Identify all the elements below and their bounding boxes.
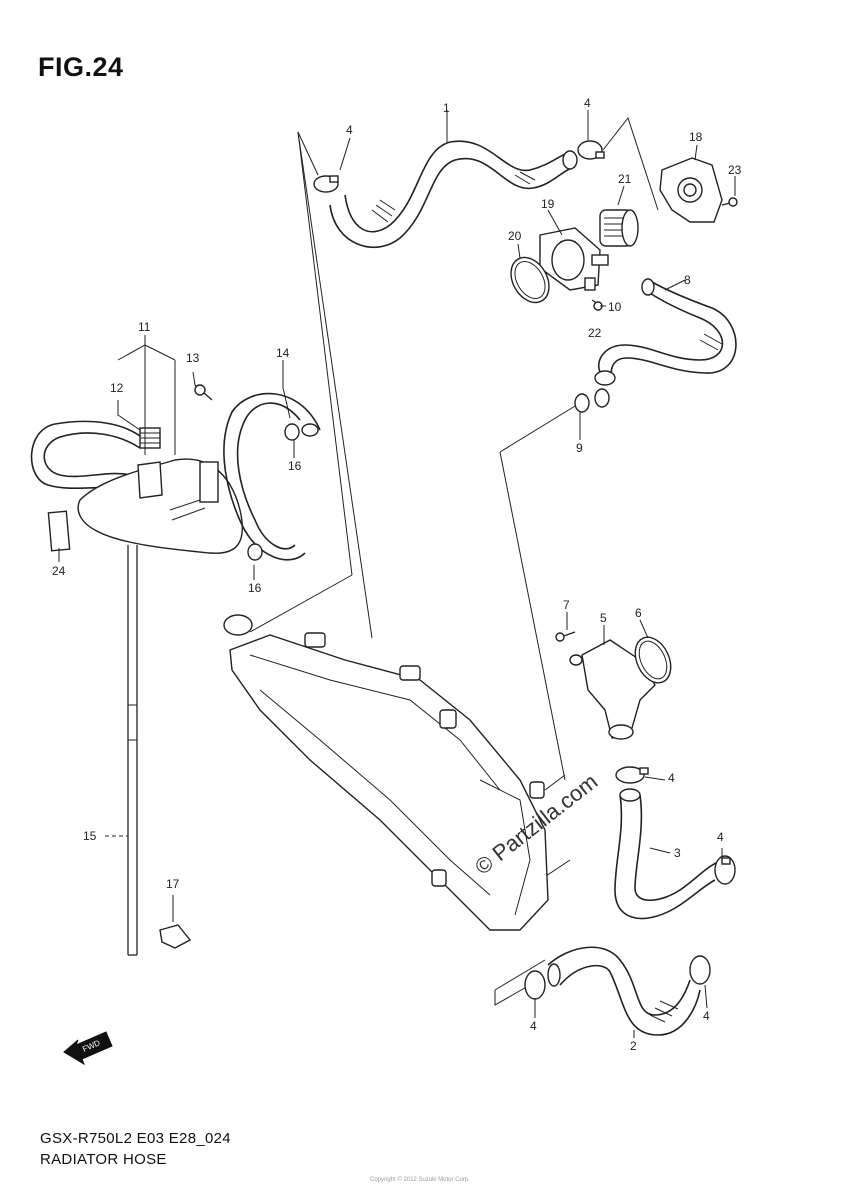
o-ring-gasket[interactable]	[503, 251, 556, 310]
o-ring-gasket[interactable]	[628, 631, 677, 688]
hose-3[interactable]	[614, 788, 719, 920]
callout-18[interactable]: 18	[689, 130, 703, 144]
callout-14[interactable]: 14	[276, 346, 290, 360]
callout-24[interactable]: 24	[52, 564, 66, 578]
callout-4[interactable]: 4	[530, 1019, 537, 1033]
bolt[interactable]	[555, 631, 576, 642]
callout-15[interactable]: 15	[83, 829, 97, 843]
callout-12[interactable]: 12	[110, 381, 124, 395]
copyright-notice: Copyright © 2012 Suzuki Motor Corp.	[370, 1177, 470, 1183]
hose-1[interactable]	[329, 140, 578, 248]
overflow-tube[interactable]	[127, 545, 138, 956]
hose-2[interactable]	[547, 946, 701, 1036]
callout-17[interactable]: 17	[166, 877, 180, 891]
section-name: RADIATOR HOSE	[40, 1151, 167, 1168]
thermostat[interactable]	[599, 209, 639, 247]
clip[interactable]	[584, 277, 596, 291]
hose-clamp[interactable]	[714, 855, 736, 885]
label-plate	[47, 510, 71, 552]
callout-4[interactable]: 4	[668, 771, 675, 785]
hose-clip[interactable]	[247, 543, 263, 561]
figure-title: FIG.24	[38, 52, 124, 82]
bolt[interactable]	[194, 384, 213, 401]
hose-14[interactable]	[223, 392, 321, 561]
tube-clip[interactable]	[159, 924, 192, 949]
water-outlet-fitting[interactable]	[569, 639, 656, 740]
hose-clip[interactable]	[284, 423, 300, 441]
callout-4[interactable]: 4	[703, 1009, 710, 1023]
assembly-lines	[249, 116, 659, 1006]
hose-clamp[interactable]	[313, 175, 339, 193]
hose-8[interactable]	[598, 278, 737, 379]
callout-13[interactable]: 13	[186, 351, 200, 365]
radiator[interactable]	[223, 614, 549, 931]
callout-2[interactable]: 2	[630, 1039, 637, 1053]
callout-6[interactable]: 6	[635, 606, 642, 620]
callout-16[interactable]: 16	[248, 581, 262, 595]
callout-21[interactable]: 21	[618, 172, 632, 186]
hose-clamp[interactable]	[689, 955, 711, 985]
callout-23[interactable]: 23	[728, 163, 742, 177]
callout-labels: 1 4 4 18 23 21 19 20 8 10 22 11 12 13 14…	[52, 96, 742, 1053]
callout-4[interactable]: 4	[584, 96, 591, 110]
callout-1[interactable]: 1	[443, 101, 450, 115]
callout-16[interactable]: 16	[288, 459, 302, 473]
callout-20[interactable]: 20	[508, 229, 522, 243]
callout-4[interactable]: 4	[717, 830, 724, 844]
fwd-arrow-icon: FWD	[63, 1031, 113, 1066]
thermostat-housing[interactable]	[539, 227, 609, 291]
hose-clamp[interactable]	[524, 970, 546, 1000]
model-code: GSX-R750L2 E03 E28_024	[40, 1130, 231, 1147]
callout-leaders	[58, 110, 736, 1038]
callout-4[interactable]: 4	[346, 123, 353, 137]
hose-clamp[interactable]	[615, 766, 649, 784]
bolt[interactable]	[591, 299, 603, 311]
callout-9[interactable]: 9	[576, 441, 583, 455]
callout-19[interactable]: 19	[541, 197, 555, 211]
reservoir-cap[interactable]	[139, 427, 161, 449]
reservoir-tank[interactable]	[77, 458, 244, 554]
thermostat-cover[interactable]	[659, 157, 723, 223]
hose-clamp[interactable]	[577, 140, 605, 160]
hose-clamp[interactable]	[574, 370, 616, 413]
callout-10[interactable]: 10	[608, 300, 622, 314]
callout-3[interactable]: 3	[674, 846, 681, 860]
bolt[interactable]	[721, 197, 738, 207]
callout-8[interactable]: 8	[684, 273, 691, 287]
callout-7[interactable]: 7	[563, 598, 570, 612]
reservoir-hose[interactable]	[30, 420, 146, 490]
callout-11[interactable]: 11	[138, 320, 151, 334]
callout-5[interactable]: 5	[600, 611, 607, 625]
callout-22[interactable]: 22	[588, 326, 602, 340]
